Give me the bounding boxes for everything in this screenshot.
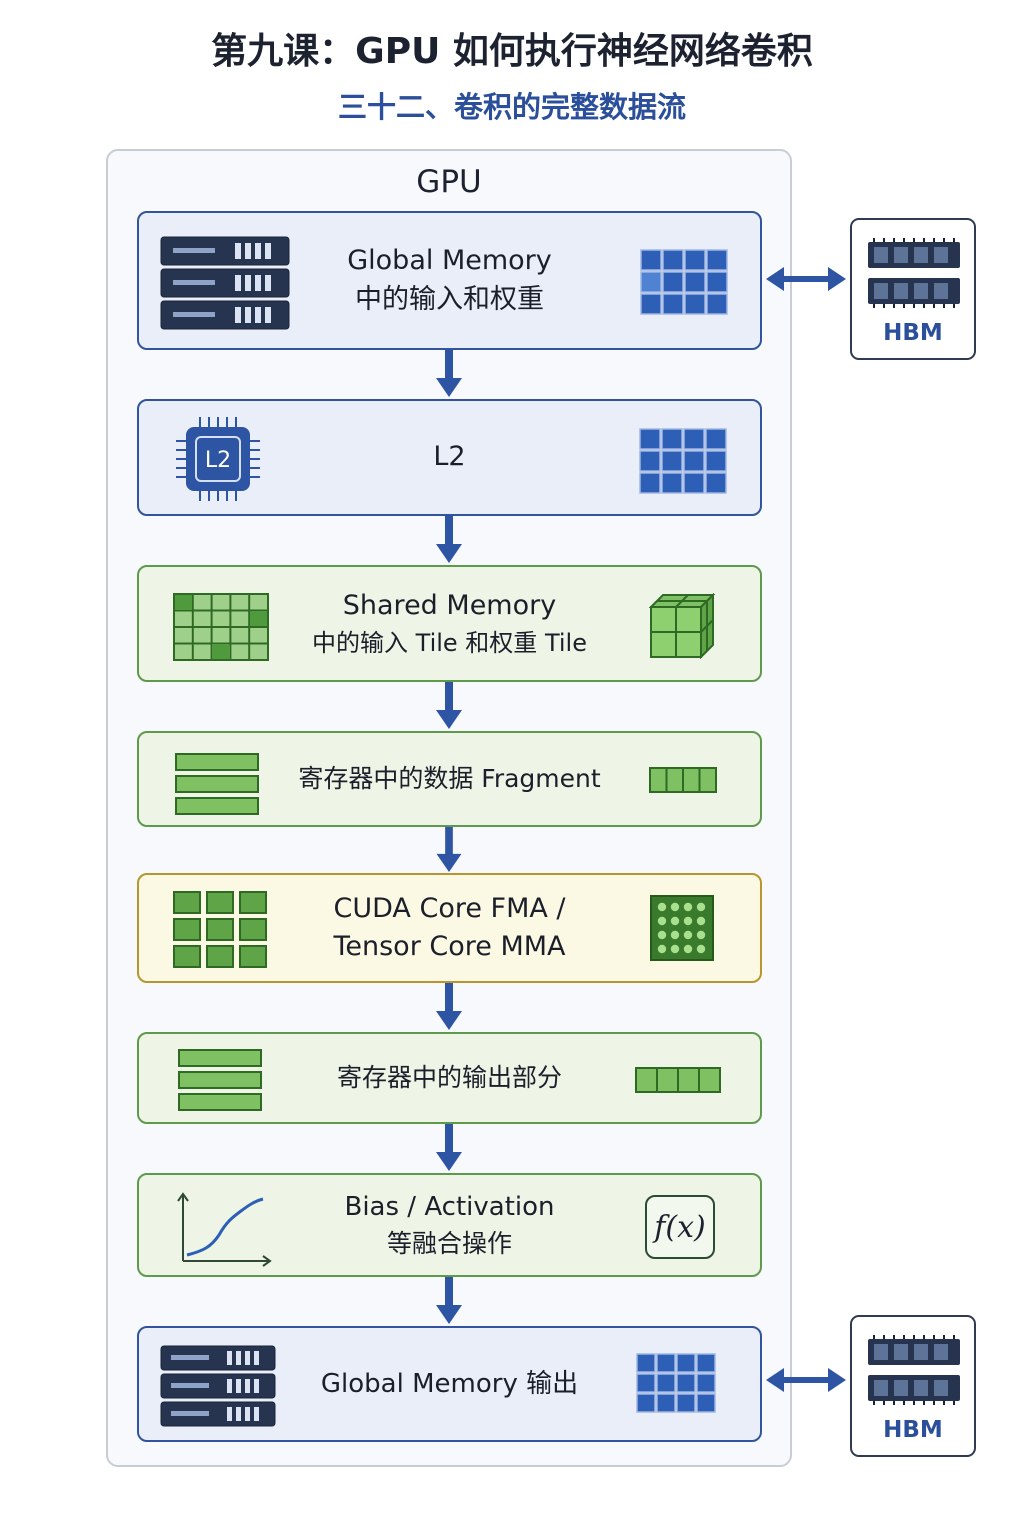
server-rack-icon [160, 236, 290, 330]
register-stack-icon [175, 753, 259, 815]
stage-compute-core: CUDA Core FMA / Tensor Core MMA [137, 873, 762, 983]
fragment-strip-icon [649, 767, 717, 793]
down-arrow-icon [436, 983, 462, 1030]
hbm-label: HBM [883, 320, 943, 346]
register-stack-icon [178, 1049, 262, 1111]
tensor-dot-array-icon [650, 895, 714, 961]
stage-label: 寄存器中的数据 Fragment [289, 733, 610, 825]
bidirectional-arrow-icon [766, 1368, 846, 1392]
server-rack-icon [160, 1345, 276, 1427]
function-icon: f(x) [645, 1195, 715, 1259]
stage-label: Global Memory 中的输入和权重 [289, 213, 610, 348]
page-title: 第九课：GPU 如何执行神经网络卷积 [211, 31, 813, 72]
stage-label-line: Shared Memory [342, 590, 557, 622]
stage-label: L2 [289, 401, 610, 514]
bidirectional-arrow-icon [766, 267, 846, 291]
stage-bias-activation: Bias / Activation 等融合操作 f(x) [137, 1173, 762, 1277]
stage-label-line: Global Memory [347, 245, 552, 277]
stage-global-memory-output: Global Memory 输出 [137, 1326, 762, 1442]
stage-register-fragment: 寄存器中的数据 Fragment [137, 731, 762, 827]
page-subtitle: 三十二、卷积的完整数据流 [337, 90, 686, 124]
activation-curve-icon [177, 1192, 272, 1267]
stage-label: Bias / Activation 等融合操作 [289, 1175, 610, 1275]
tile-cube-icon [649, 593, 715, 659]
stage-label-line: 中的输入和权重 [355, 283, 544, 315]
down-arrow-icon [436, 516, 462, 563]
tile-grid-icon [173, 593, 269, 661]
stage-label-line: 等融合操作 [386, 1228, 512, 1258]
stage-label: CUDA Core FMA / Tensor Core MMA [289, 875, 610, 981]
stage-label-line: 寄存器中的输出部分 [336, 1063, 562, 1093]
down-arrow-icon [436, 1277, 462, 1324]
stage-global-memory-input: Global Memory 中的输入和权重 [137, 211, 762, 350]
stage-shared-memory: Shared Memory 中的输入 Tile 和权重 Tile [137, 565, 762, 682]
chip-label: L2 [205, 448, 231, 473]
stage-label-line: 中的输入 Tile 和权重 Tile [312, 628, 587, 657]
stage-register-output: 寄存器中的输出部分 [137, 1032, 762, 1124]
stage-label-line: 寄存器中的数据 Fragment [298, 764, 601, 794]
down-arrow-icon [436, 827, 462, 873]
fragment-strip-icon [635, 1067, 721, 1093]
stage-label-line: Bias / Activation [344, 1191, 555, 1222]
stage-label-line: CUDA Core FMA / [333, 892, 566, 924]
stage-l2-cache: L2 L2 [137, 399, 762, 516]
stage-label-line: L2 [433, 441, 466, 473]
core-grid-icon [173, 891, 267, 968]
hbm-chip-icon [868, 238, 960, 308]
down-arrow-icon [436, 350, 462, 397]
stage-label: Shared Memory 中的输入 Tile 和权重 Tile [289, 567, 610, 680]
stage-label: Global Memory 输出 [289, 1328, 610, 1440]
hbm-block-top: HBM [850, 218, 976, 360]
memory-grid-icon [639, 428, 727, 494]
gpu-label: GPU [416, 164, 482, 200]
down-arrow-icon [436, 682, 462, 729]
hbm-chip-icon [868, 1335, 960, 1405]
down-arrow-icon [436, 1124, 462, 1171]
l2-chip-icon: L2 [176, 417, 260, 501]
memory-grid-icon [636, 1353, 716, 1413]
stage-label: 寄存器中的输出部分 [289, 1034, 610, 1122]
stage-label-line: Global Memory 输出 [320, 1368, 579, 1399]
hbm-label: HBM [883, 1417, 943, 1443]
memory-grid-icon [640, 249, 728, 315]
hbm-block-bottom: HBM [850, 1315, 976, 1457]
stage-label-line: Tensor Core MMA [333, 931, 566, 962]
